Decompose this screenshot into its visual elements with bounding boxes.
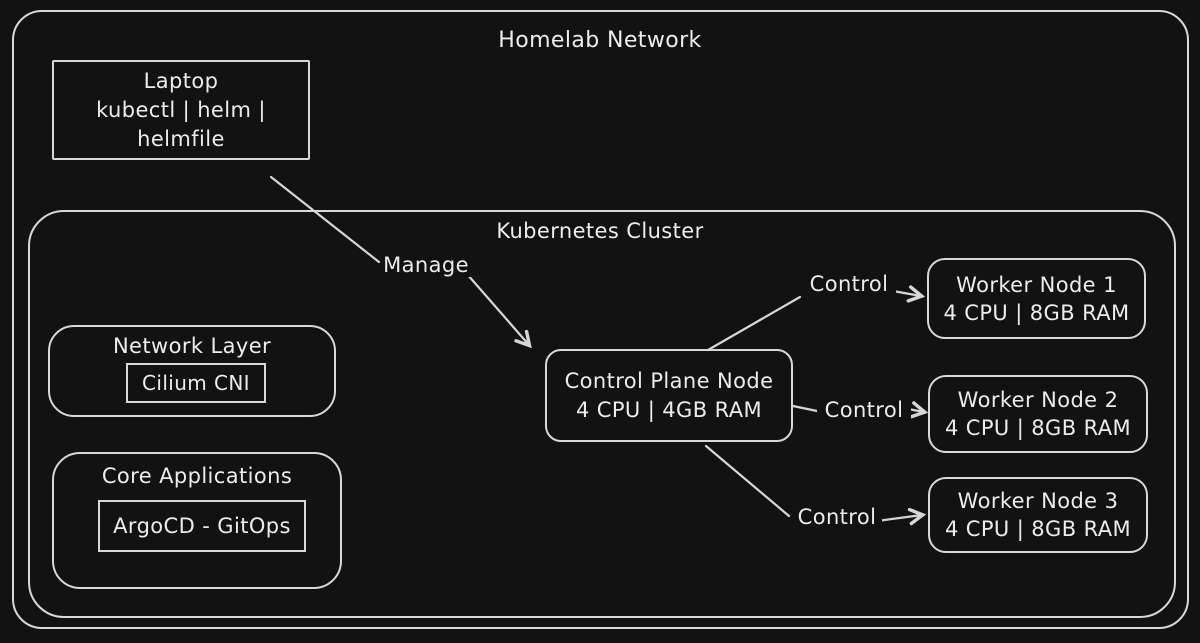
core-applications-title: Core Applications: [101, 464, 293, 488]
network-layer-group: Network Layer Cilium CNI: [48, 325, 336, 417]
kubernetes-cluster-container: [28, 210, 1176, 618]
homelab-network-title: Homelab Network: [498, 28, 702, 53]
worker-node-1-specs: 4 CPU | 8GB RAM: [943, 300, 1130, 325]
cilium-cni-node: Cilium CNI: [126, 363, 266, 403]
worker-node-3-specs: 4 CPU | 8GB RAM: [944, 517, 1132, 541]
argocd-gitops-node: ArgoCD - GitOps: [98, 500, 306, 552]
manage-edge-label: Manage: [381, 253, 471, 277]
cilium-cni-label: Cilium CNI: [142, 371, 250, 395]
laptop-title: Laptop: [143, 68, 219, 93]
worker-node-3: Worker Node 3 4 CPU | 8GB RAM: [928, 477, 1148, 553]
control-plane-name: Control Plane Node: [564, 368, 774, 393]
worker-node-2-name: Worker Node 2: [957, 388, 1119, 412]
laptop-tools-line1: kubectl | helm |: [96, 97, 266, 122]
control-plane-specs: 4 CPU | 4GB RAM: [575, 397, 763, 422]
argocd-gitops-label: ArgoCD - GitOps: [113, 514, 291, 538]
worker-node-1-name: Worker Node 1: [956, 272, 1117, 297]
kubernetes-cluster-title: Kubernetes Cluster: [496, 219, 704, 243]
control-edge-2-label: Control: [817, 398, 911, 422]
laptop-node: Laptop kubectl | helm | helmfile: [52, 60, 310, 160]
core-applications-group: Core Applications ArgoCD - GitOps: [52, 452, 342, 589]
worker-node-2-specs: 4 CPU | 8GB RAM: [944, 416, 1132, 440]
control-plane-node: Control Plane Node 4 CPU | 4GB RAM: [545, 349, 793, 442]
worker-node-2: Worker Node 2 4 CPU | 8GB RAM: [928, 375, 1148, 453]
worker-node-3-name: Worker Node 3: [957, 489, 1119, 513]
network-layer-title: Network Layer: [112, 334, 272, 358]
homelab-network-container: [12, 10, 1189, 629]
laptop-tools-line2: helmfile: [137, 126, 225, 151]
control-edge-3-label: Control: [792, 505, 882, 529]
control-edge-1-label: Control: [802, 272, 896, 296]
worker-node-1: Worker Node 1 4 CPU | 8GB RAM: [927, 258, 1146, 339]
